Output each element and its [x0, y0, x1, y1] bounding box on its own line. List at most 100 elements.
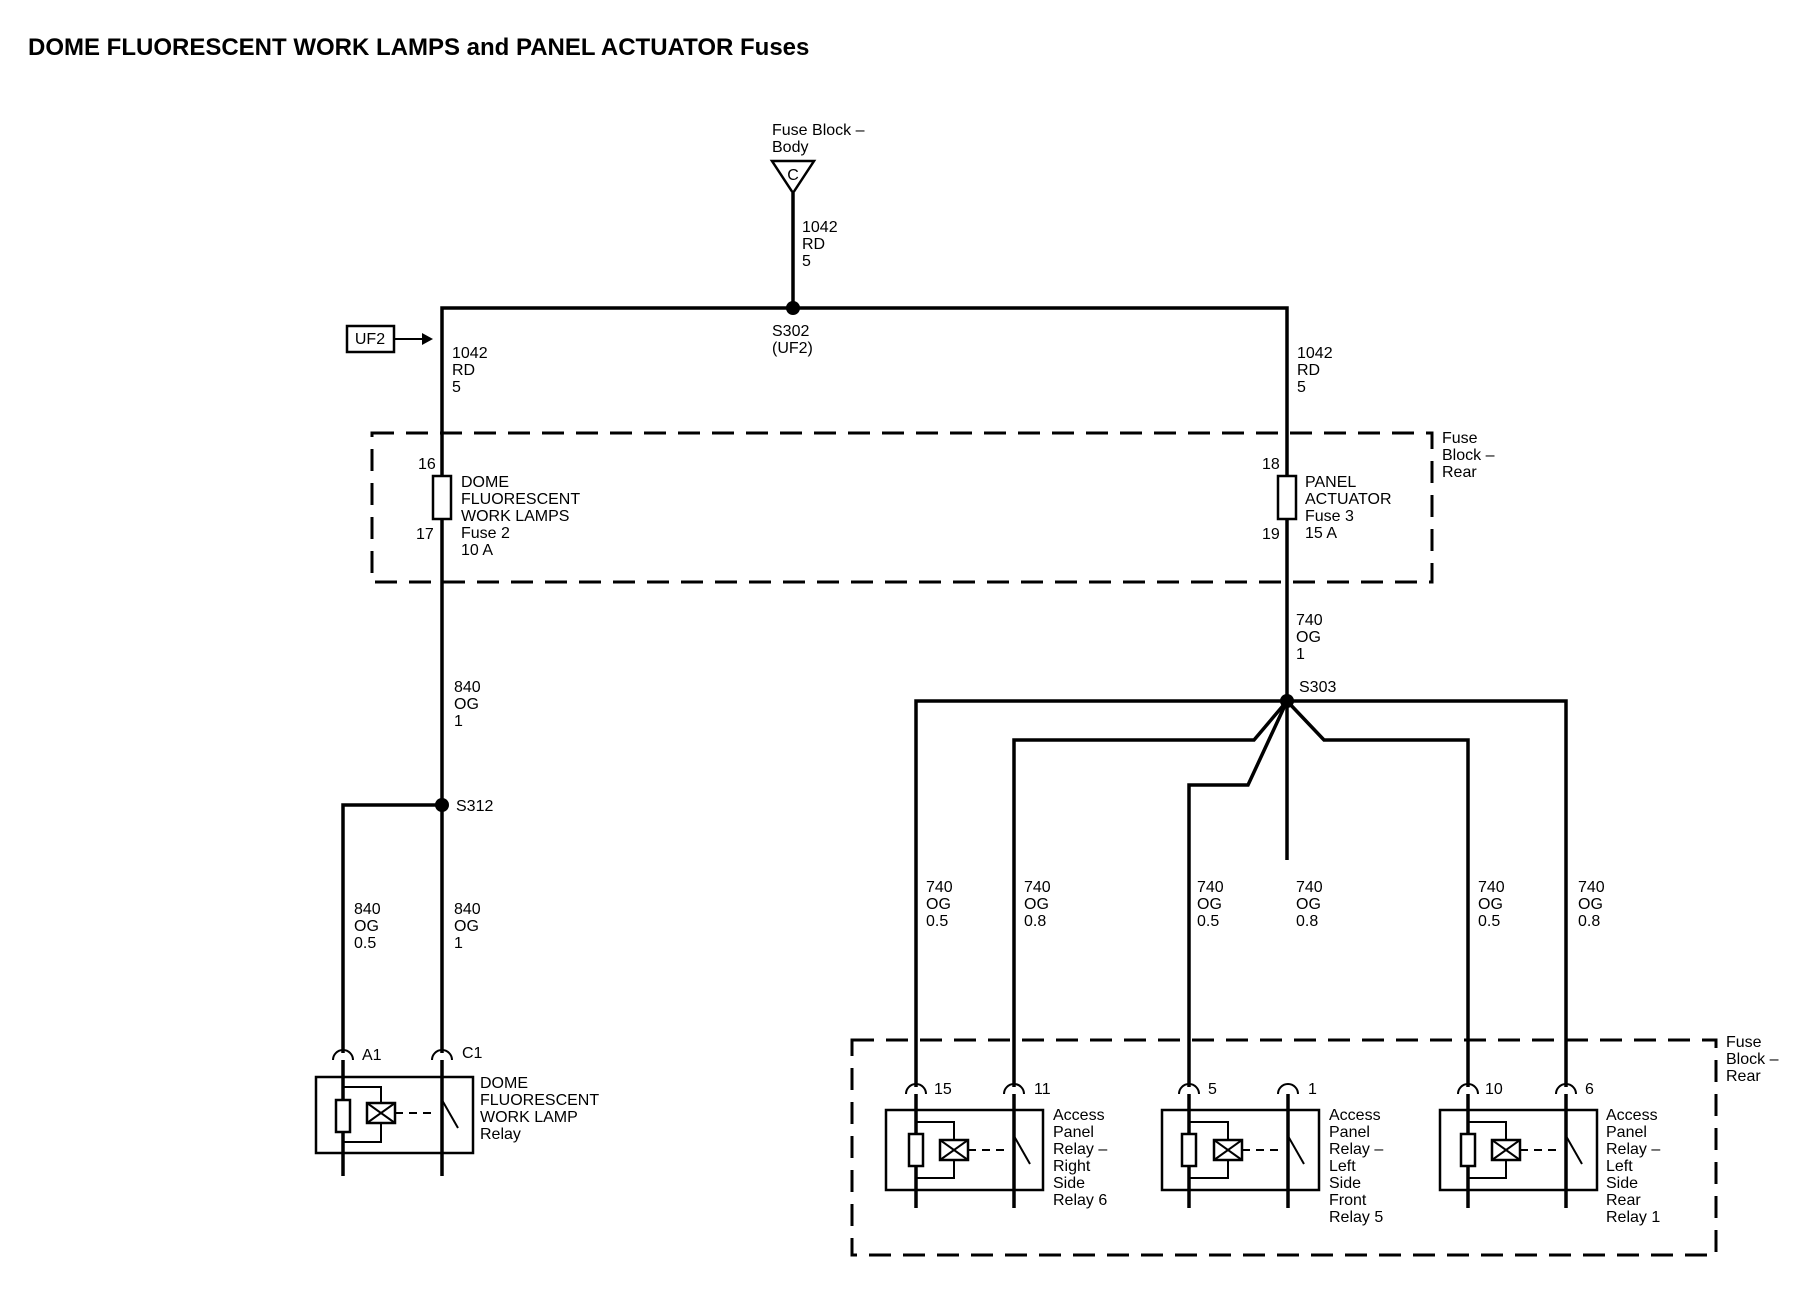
wire-840-main-gauge: 1 — [454, 713, 463, 730]
relay6-pin-a: 15 — [934, 1081, 952, 1098]
terminal-c-label: C — [787, 167, 799, 184]
resistor-icon — [334, 1098, 352, 1134]
wire-840-c1-color: OG — [454, 918, 479, 935]
fuse-2-label-1: DOME — [461, 474, 509, 491]
branch-1-circuit: 740 — [926, 879, 953, 896]
relay1-label-2: Panel — [1606, 1124, 1647, 1141]
wire-740-branch-pin11 — [1012, 699, 1289, 1087]
branch-2-gauge: 0.8 — [1024, 913, 1046, 930]
connector-pin10-icon — [1457, 1083, 1479, 1095]
wire-740-branch-pin5 — [1187, 700, 1289, 1087]
branch-5-color: OG — [1478, 896, 1503, 913]
connector-pin11-icon — [1003, 1083, 1025, 1095]
coil-link-top — [343, 1086, 382, 1103]
relay5-coil-cross-2 — [1213, 1139, 1243, 1161]
fuse-block-body: Fuse Block – Body C — [769, 122, 865, 196]
wire-right-color: RD — [1297, 362, 1320, 379]
dome-relay-label-2: FLUORESCENT — [480, 1092, 599, 1109]
relay5-label-5: Side — [1329, 1175, 1361, 1192]
branch-4-color: OG — [1296, 896, 1321, 913]
wire-top-color: RD — [802, 236, 825, 253]
branch-3-circuit: 740 — [1197, 879, 1224, 896]
connector-pin5-icon — [1178, 1083, 1200, 1095]
branch-5-gauge: 0.5 — [1478, 913, 1500, 930]
resistor-icon — [907, 1132, 925, 1168]
connector-pin1-icon — [1277, 1083, 1299, 1095]
wire-1042-bus — [440, 306, 1289, 860]
connector-triangle-icon — [769, 159, 817, 196]
relay1-pin-b: 6 — [1585, 1081, 1594, 1098]
splice-s303-label: S303 — [1299, 679, 1336, 696]
wire-840-a1-circuit: 840 — [354, 901, 381, 918]
relay6-label-3: Relay – — [1053, 1141, 1107, 1158]
branch-6-gauge: 0.8 — [1578, 913, 1600, 930]
branch-2-color: OG — [1024, 896, 1049, 913]
fuse-2-pin-16: 16 — [418, 456, 436, 473]
uf2-reference-box[interactable] — [345, 324, 396, 354]
relay6-pin-b: 11 — [1034, 1081, 1051, 1098]
fuse-block-rear-top-label-2: Block – — [1442, 447, 1495, 464]
relay5-pin-b: 1 — [1308, 1081, 1317, 1098]
relay6-label-6: Relay 6 — [1053, 1192, 1107, 1209]
fuse-3-label-1: PANEL — [1305, 474, 1356, 491]
relay5-pin-a: 5 — [1208, 1081, 1217, 1098]
wire-840-main-color: OG — [454, 696, 479, 713]
relay5-label-6: Front — [1329, 1192, 1367, 1209]
wire-840-main-circuit: 840 — [454, 679, 481, 696]
wire-right-gauge: 5 — [1297, 379, 1306, 396]
relay5-label-4: Left — [1329, 1158, 1356, 1175]
fuse-2-label-3: WORK LAMPS — [461, 508, 569, 525]
dome-fluorescent-work-lamp-relay: A1 C1 DOME FLUORESCENT WORK LAMP Relay — [314, 1045, 599, 1176]
branch-4-gauge: 0.8 — [1296, 913, 1318, 930]
fuse-3-pin-18: 18 — [1262, 456, 1280, 473]
wire-740-main-gauge: 1 — [1296, 646, 1305, 663]
branch-740-labels: 740 OG 0.5 740 OG 0.8 740 OG 0.5 740 OG … — [926, 879, 1605, 930]
relay1-label-6: Rear — [1606, 1192, 1641, 1209]
branch-1-color: OG — [926, 896, 951, 913]
relay6-coil-link-top — [916, 1121, 955, 1140]
relay1-coil-link-bottom — [1468, 1160, 1507, 1179]
fuse-2-label-5: 10 A — [461, 542, 493, 559]
fuse-3-symbol — [1276, 474, 1298, 521]
wire-left-color: RD — [452, 362, 475, 379]
fuse-block-rear-top-outline — [370, 431, 1434, 584]
wire-left-circuit: 1042 — [452, 345, 488, 362]
resistor-icon — [1180, 1132, 1198, 1168]
relay1-label-7: Relay 1 — [1606, 1209, 1660, 1226]
relay1-label-1: Access — [1606, 1107, 1658, 1124]
wire-740-main-color: OG — [1296, 629, 1321, 646]
relay5-label-7: Relay 5 — [1329, 1209, 1383, 1226]
connector-pin15-icon — [905, 1083, 927, 1095]
fuse-block-rear-top-label-1: Fuse — [1442, 430, 1478, 447]
relay6-label-5: Side — [1053, 1175, 1085, 1192]
relay6-label-4: Right — [1053, 1158, 1091, 1175]
wire-740-branch-pin15 — [914, 699, 1287, 1087]
relay6-label-1: Access — [1053, 1107, 1105, 1124]
arrow-right-icon — [422, 333, 433, 345]
fuse-block-body-label-2: Body — [772, 139, 808, 156]
fuse-3-label-4: 15 A — [1305, 525, 1337, 542]
dome-relay-pin-c1: C1 — [462, 1045, 483, 1062]
branch-1-gauge: 0.5 — [926, 913, 948, 930]
dome-relay-label-4: Relay — [480, 1126, 521, 1143]
relay1-label-3: Relay – — [1606, 1141, 1660, 1158]
wire-740-main-circuit: 740 — [1296, 612, 1323, 629]
wire-840-c1-circuit: 840 — [454, 901, 481, 918]
branch-3-color: OG — [1197, 896, 1222, 913]
relay6-label-2: Panel — [1053, 1124, 1094, 1141]
fuse-2-label-2: FLUORESCENT — [461, 491, 580, 508]
relay1-pin-a: 10 — [1485, 1081, 1503, 1098]
wire-840-c1-gauge: 1 — [454, 935, 463, 952]
uf2-reference-label: UF2 — [355, 331, 385, 348]
connector-a1-icon — [332, 1049, 354, 1061]
branch-4-circuit: 740 — [1296, 879, 1323, 896]
switch-contact-icon — [1287, 1135, 1305, 1165]
switch-contact-icon — [441, 1099, 459, 1129]
connector-pin6-icon — [1555, 1083, 1577, 1095]
splice-s302-label: S302 — [772, 323, 809, 340]
switch-contact-icon — [1013, 1135, 1031, 1165]
relay5-label-1: Access — [1329, 1107, 1381, 1124]
wire-right-circuit: 1042 — [1297, 345, 1333, 362]
wire-top-gauge: 5 — [802, 253, 811, 270]
splice-s312-label: S312 — [456, 798, 493, 815]
